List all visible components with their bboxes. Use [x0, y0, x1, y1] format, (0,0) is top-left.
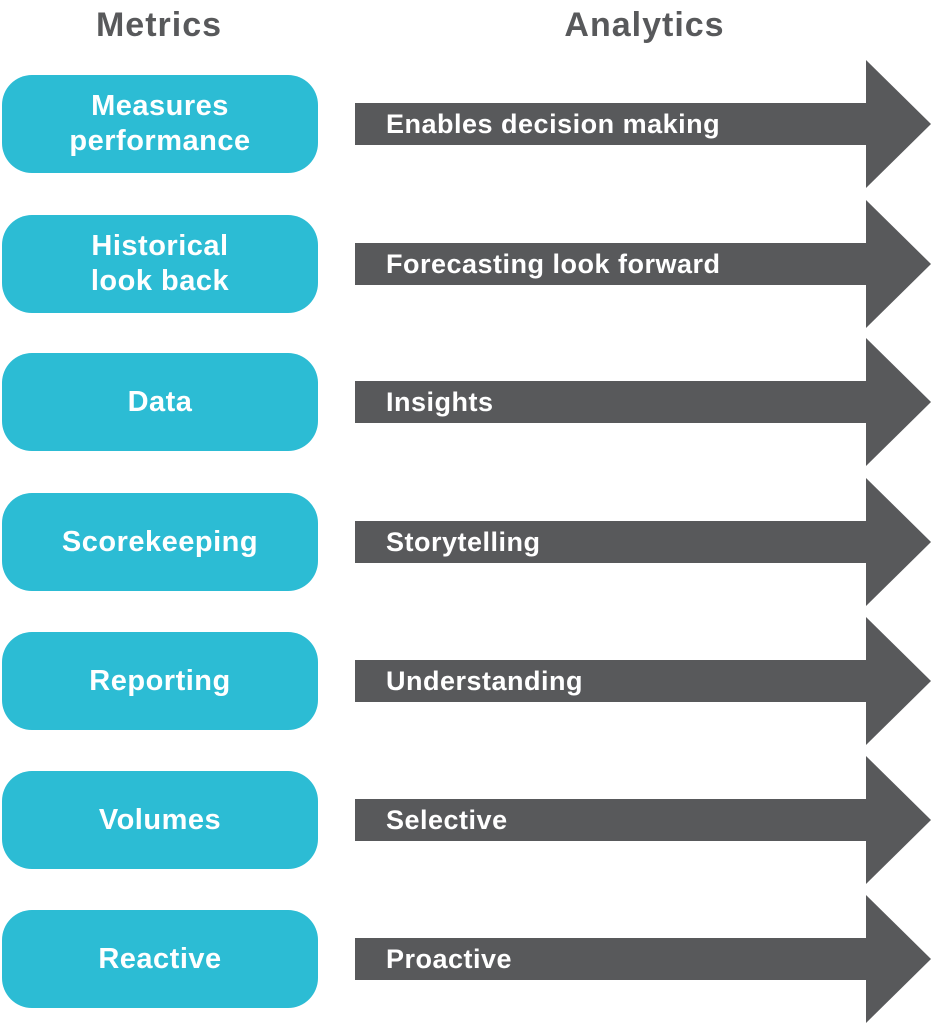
analytics-label: Insights — [386, 386, 494, 417]
metric-label: Reactive — [98, 942, 222, 975]
analytics-arrow: Storytelling — [355, 521, 867, 563]
comparison-row: Reactive Proactive — [0, 895, 936, 1023]
analytics-arrow: Enables decision making — [355, 103, 867, 145]
arrow-head-icon — [866, 756, 931, 884]
metric-pill: Historical look back — [2, 215, 318, 313]
analytics-label: Selective — [386, 804, 508, 835]
analytics-arrow: Forecasting look forward — [355, 243, 867, 285]
arrow-head-icon — [866, 338, 931, 466]
analytics-arrow: Selective — [355, 799, 867, 841]
metric-pill: Measures performance — [2, 75, 318, 173]
comparison-row: Reporting Understanding — [0, 617, 936, 745]
analytics-label: Understanding — [386, 665, 584, 696]
comparison-row: Historical look back Forecasting look fo… — [0, 200, 936, 328]
arrow-head-icon — [866, 617, 931, 745]
arrow-head-icon — [866, 895, 931, 1023]
metric-pill: Volumes — [2, 771, 318, 869]
analytics-label: Proactive — [386, 943, 513, 974]
arrow-head-icon — [866, 200, 931, 328]
arrow-head-icon — [866, 60, 931, 188]
metric-label: Historical look back — [90, 230, 230, 297]
analytics-arrow: Insights — [355, 381, 867, 423]
metrics-column-header: Metrics — [95, 6, 223, 44]
metric-label: Scorekeeping — [61, 525, 259, 558]
metric-pill: Reporting — [2, 632, 318, 730]
comparison-row: Volumes Selective — [0, 756, 936, 884]
analytics-arrow: Understanding — [355, 660, 867, 702]
metric-label: Data — [127, 385, 193, 418]
metric-label: Volumes — [98, 803, 222, 836]
comparison-row: Measures performance Enables decision ma… — [0, 60, 936, 188]
metric-label: Measures performance — [69, 90, 251, 157]
metric-pill: Data — [2, 353, 318, 451]
analytics-label: Enables decision making — [386, 108, 721, 139]
analytics-label: Storytelling — [386, 526, 541, 557]
analytics-label: Forecasting look forward — [386, 248, 721, 279]
comparison-row: Data Insights — [0, 338, 936, 466]
metric-pill: Scorekeeping — [2, 493, 318, 591]
comparison-row: Scorekeeping Storytelling — [0, 478, 936, 606]
analytics-arrow: Proactive — [355, 938, 867, 980]
metric-pill: Reactive — [2, 910, 318, 1008]
analytics-column-header: Analytics — [564, 6, 725, 44]
arrow-head-icon — [866, 478, 931, 606]
metric-label: Reporting — [89, 664, 231, 697]
